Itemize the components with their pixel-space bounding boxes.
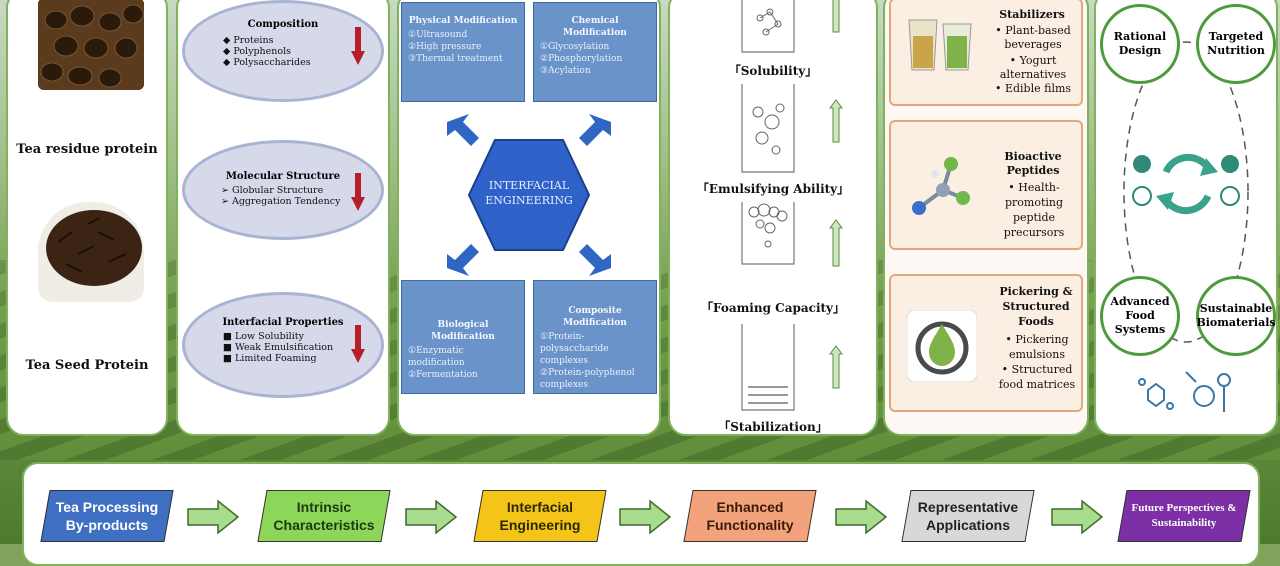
composition-item: ◆ Polysaccharides	[223, 57, 311, 68]
molecular-structure-title: Molecular Structure	[225, 171, 341, 182]
flow-arrow-icon	[835, 499, 888, 535]
bioactive-peptides-title: Bioactive Peptides	[1004, 150, 1062, 177]
application-item: • Plant-based beverages	[995, 24, 1071, 51]
application-item: • Health-promoting peptide precursors	[1003, 181, 1065, 239]
modification-item: ③Thermal treatment	[408, 54, 503, 64]
composition-item: ◆ Proteins	[223, 35, 274, 46]
flow-step-functionality: Enhanced Functionality	[683, 490, 817, 542]
interfacial-properties-item: ■ Weak Emulsification	[223, 342, 334, 353]
arrow-down-right-icon	[579, 244, 611, 276]
perspectives-cycle-graphics	[1123, 41, 1249, 412]
application-item: • Edible films	[994, 82, 1072, 95]
targeted-nutrition-node: Targeted Nutrition	[1196, 4, 1276, 84]
application-item: • Yogurt alternatives	[999, 54, 1067, 81]
arrow-down-left-icon	[447, 244, 479, 276]
chemical-modification-title: Chemical Modification	[563, 16, 627, 38]
composite-modification-title: Composite Modification	[563, 306, 627, 328]
application-item: • Structured food matrices	[998, 363, 1076, 391]
flow-arrow-icon	[405, 499, 458, 535]
tea-residue-label: Tea residue protein	[16, 142, 158, 157]
arrow-up-right-icon	[579, 114, 611, 146]
modification-item: ②Fermentation	[408, 370, 478, 380]
foaming-capacity-label: 「Foaming Capacity」	[700, 301, 846, 315]
decrease-arrow-icon	[351, 173, 365, 211]
modification-item: ②Phosphorylation	[540, 54, 623, 64]
interfacial-properties-item: ■ Low Solubility	[223, 331, 304, 342]
composite-modification-box: Composite Modification ①Protein-polysacc…	[533, 280, 657, 394]
interfacial-properties-item: ■ Limited Foaming	[223, 353, 317, 364]
perspectives-panel: Rational Design Targeted Nutrition Advan…	[1094, 0, 1278, 436]
flow-step-characteristics: Intrinsic Characteristics	[257, 490, 391, 542]
modification-item: ③Acylation	[540, 66, 591, 76]
tea-residue-image	[38, 0, 144, 90]
tea-seed-label: Tea Seed Protein	[25, 358, 149, 373]
molecular-structure-item: ➢ Aggregation Tendency	[221, 196, 341, 207]
engineering-hexagon	[467, 139, 591, 251]
engineering-panel: Physical Modification ①Ultrasound ②High …	[397, 0, 661, 436]
flow-step-applications: Representative Applications	[901, 490, 1035, 542]
modification-item: ①Ultrasound	[408, 30, 468, 40]
flow-step-engineering: Interfacial Engineering	[473, 490, 607, 542]
molecule-icon	[912, 157, 970, 215]
tea-seed-image	[38, 202, 144, 302]
engineering-hub-diagram	[447, 114, 611, 276]
modification-item: ②Protein-polyphenol complexes	[540, 368, 635, 390]
droplet-icon	[907, 310, 977, 382]
composition-title: Composition	[247, 19, 319, 30]
biological-modification-title: Biological Modification	[431, 320, 495, 342]
sustainable-biomaterials-node: Sustainable Biomaterials	[1196, 276, 1276, 356]
composition-item: ◆ Polyphenols	[223, 46, 292, 57]
pickering-structured-foods-card: Pickering & Structured Foods • Pickering…	[889, 274, 1083, 412]
application-item: • Pickering emulsions	[1005, 333, 1069, 361]
engineering-center-label: INTERFACIAL ENGINEERING	[485, 179, 573, 207]
interfacial-properties-title: Interfacial Properties	[222, 317, 344, 328]
characteristics-panel: Composition ◆ Proteins ◆ Polyphenols ◆ P…	[176, 0, 390, 436]
modification-item: ①Enzymatic modification	[408, 346, 465, 368]
decrease-arrow-icon	[351, 27, 365, 65]
flow-arrow-icon	[187, 499, 240, 535]
physical-modification-box: Physical Modification ①Ultrasound ②High …	[401, 2, 525, 102]
flow-step-perspectives: Future Perspectives & Sustainability	[1117, 490, 1251, 542]
decrease-arrow-icon	[351, 325, 365, 363]
stabilization-label: 「Stabilization」	[718, 420, 828, 434]
molecular-structure-item: ➢ Globular Structure	[221, 185, 324, 196]
modification-item: ②High pressure	[408, 42, 482, 52]
biological-modification-box: Biological Modification ①Enzymatic modif…	[401, 280, 525, 394]
stabilizers-card: Stabilizers • Plant-based beverages • Yo…	[889, 0, 1083, 106]
flow-arrow-icon	[619, 499, 672, 535]
bioactive-peptides-card: Bioactive Peptides • Health-promoting pe…	[889, 120, 1083, 250]
flow-step-by-products: Tea Processing By-products	[40, 490, 174, 542]
physical-modification-title: Physical Modification	[408, 16, 518, 26]
interfacial-properties-oval: Interfacial Properties ■ Low Solubility …	[182, 292, 384, 398]
advanced-food-systems-node: Advanced Food Systems	[1100, 276, 1180, 356]
functionality-panel: 「Solubility」 「Emulsifying Ability」 「Foam…	[668, 0, 878, 436]
modification-item: ①Protein-polysaccharide complexes	[540, 332, 609, 366]
solubility-label: 「Solubility」	[728, 64, 818, 78]
molecular-structure-oval: Molecular Structure ➢ Globular Structure…	[182, 140, 384, 240]
pickering-structured-foods-title: Pickering & Structured Foods	[999, 285, 1073, 328]
composition-oval: Composition ◆ Proteins ◆ Polyphenols ◆ P…	[182, 0, 384, 102]
chemical-modification-box: Chemical Modification ①Glycosylation ②Ph…	[533, 2, 657, 102]
functionality-graphics	[741, 0, 843, 411]
source-panel: Tea residue protein Tea Seed Protein	[6, 0, 168, 436]
applications-panel: Stabilizers • Plant-based beverages • Yo…	[883, 0, 1089, 436]
rational-design-node: Rational Design	[1100, 4, 1180, 84]
emulsifying-ability-label: 「Emulsifying Ability」	[696, 182, 850, 196]
stabilizers-title: Stabilizers	[999, 8, 1065, 21]
modification-item: ①Glycosylation	[540, 42, 610, 52]
flow-arrow-icon	[1051, 499, 1104, 535]
arrow-up-left-icon	[447, 114, 479, 146]
beverage-glasses-icon	[908, 19, 972, 71]
